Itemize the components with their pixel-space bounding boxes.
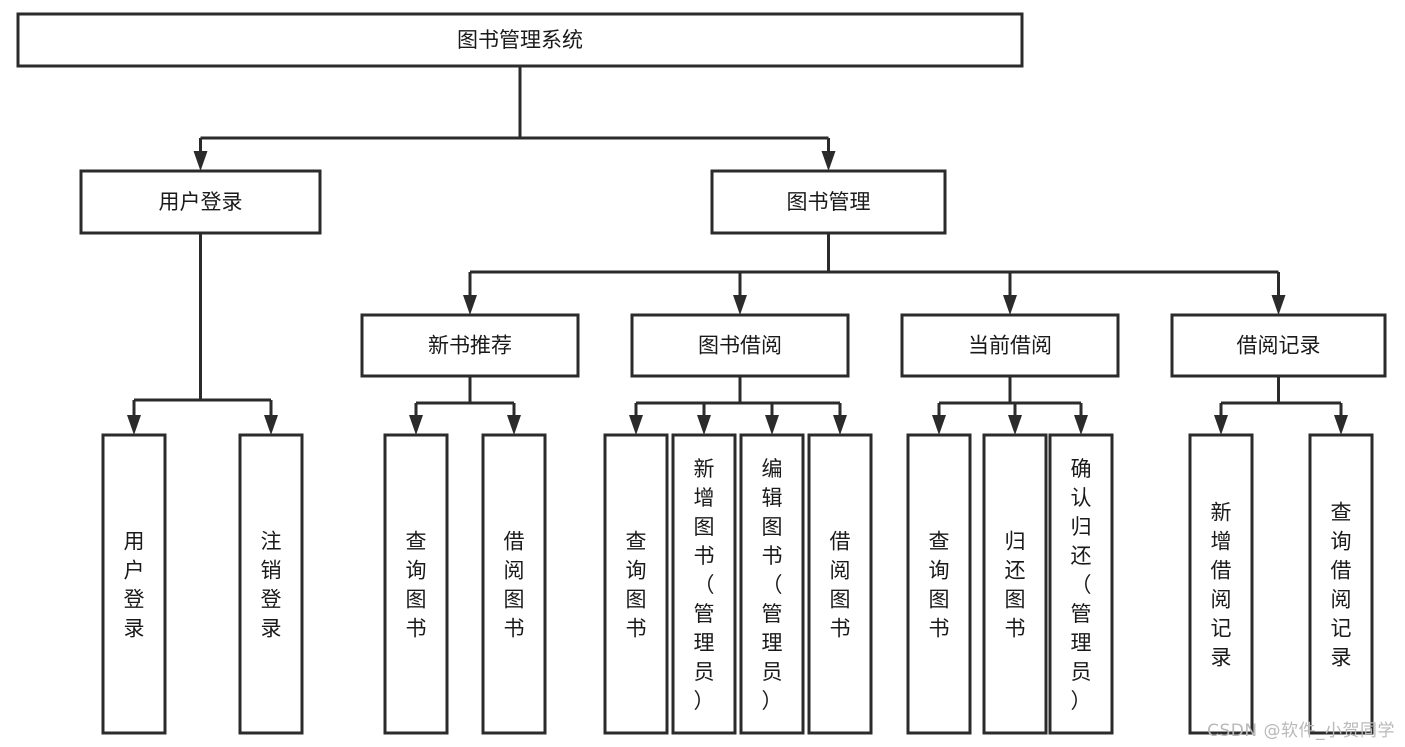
node-level1[interactable]: 用户登录 (79, 169, 322, 235)
arrow-head (833, 415, 847, 435)
node-root[interactable]: 图书管理系统 (16, 12, 1024, 68)
arrow-head (932, 415, 946, 435)
node-rect (739, 433, 805, 735)
node-label: 图书借阅 (698, 334, 782, 358)
arrow-head (1003, 295, 1017, 315)
node-level2[interactable]: 当前借阅 (900, 313, 1120, 378)
node-label: 新增借阅记录 (1211, 501, 1232, 670)
node-leaf[interactable]: 新增图书（管理员） (671, 433, 737, 735)
node-rect (16, 12, 1024, 68)
node-rect (671, 433, 737, 735)
arrow-head (1008, 415, 1022, 435)
node-leaf[interactable]: 新增借阅记录 (1188, 433, 1254, 735)
arrow-head (1214, 415, 1228, 435)
arrow-head (821, 151, 836, 171)
node-label: 注销登录 (261, 530, 282, 641)
node-leaf[interactable]: 查询图书 (383, 433, 449, 735)
node-label: 借阅图书 (830, 530, 851, 641)
arrow-head (629, 415, 643, 435)
node-leaf[interactable]: 编辑图书（管理员） (739, 433, 805, 735)
node-rect (900, 313, 1120, 378)
arrow-head (1334, 415, 1348, 435)
node-label: 查询图书 (929, 530, 950, 641)
node-level2[interactable]: 图书借阅 (630, 313, 850, 378)
node-leaf[interactable]: 借阅图书 (807, 433, 873, 735)
node-label: 查询借阅记录 (1331, 501, 1352, 670)
node-rect (603, 433, 669, 735)
node-leaf[interactable]: 用户登录 (101, 433, 167, 735)
node-label: 用户登录 (124, 530, 145, 641)
node-label: 查询图书 (406, 530, 427, 641)
arrow-head (264, 415, 278, 435)
arrow-head (463, 295, 477, 315)
node-level2[interactable]: 借阅记录 (1170, 313, 1387, 378)
node-label: 查询图书 (626, 530, 647, 641)
node-level2[interactable]: 新书推荐 (360, 313, 580, 378)
arrow-head (765, 415, 779, 435)
node-rect (710, 169, 947, 235)
arrow-head (1271, 295, 1286, 315)
arrow-head (1074, 415, 1088, 435)
node-leaf[interactable]: 查询图书 (906, 433, 972, 735)
node-label: 图书管理 (787, 190, 871, 214)
arrow-head (193, 151, 208, 171)
node-leaf[interactable]: 查询借阅记录 (1308, 433, 1374, 735)
arrow-head (697, 415, 711, 435)
node-rect (906, 433, 972, 735)
node-rect (238, 433, 304, 735)
node-leaf[interactable]: 确认归还（管理员） (1048, 433, 1114, 735)
arrow-head (507, 415, 521, 435)
node-level1[interactable]: 图书管理 (710, 169, 947, 235)
node-rect (79, 169, 322, 235)
node-label: 归还图书 (1005, 530, 1026, 641)
node-label: 用户登录 (159, 190, 243, 214)
node-rect (630, 313, 850, 378)
node-label: 新增图书（管理员） (694, 457, 715, 713)
node-label: 当前借阅 (968, 334, 1052, 358)
watermark-text: CSDN @软件_小贺同学 (1207, 721, 1395, 741)
node-rect (481, 433, 547, 735)
node-label: 图书管理系统 (457, 28, 583, 52)
node-label: 借阅图书 (504, 530, 525, 641)
arrow-head (733, 295, 747, 315)
arrow-head (127, 415, 141, 435)
nodes-layer: 图书管理系统用户登录图书管理新书推荐图书借阅当前借阅借阅记录用户登录注销登录查询… (16, 12, 1387, 735)
node-rect (360, 313, 580, 378)
node-label: 确认归还（管理员） (1071, 457, 1092, 713)
node-rect (1048, 433, 1114, 735)
connectors-layer (127, 66, 1348, 435)
node-rect (1188, 433, 1254, 735)
node-rect (982, 433, 1048, 735)
node-leaf[interactable]: 注销登录 (238, 433, 304, 735)
node-label: 编辑图书（管理员） (762, 457, 783, 713)
node-rect (383, 433, 449, 735)
node-rect (1308, 433, 1374, 735)
node-leaf[interactable]: 查询图书 (603, 433, 669, 735)
node-rect (101, 433, 167, 735)
node-label: 新书推荐 (428, 334, 512, 358)
node-leaf[interactable]: 归还图书 (982, 433, 1048, 735)
arrow-head (409, 415, 423, 435)
node-leaf[interactable]: 借阅图书 (481, 433, 547, 735)
node-rect (1170, 313, 1387, 378)
node-rect (807, 433, 873, 735)
node-label: 借阅记录 (1237, 334, 1321, 358)
